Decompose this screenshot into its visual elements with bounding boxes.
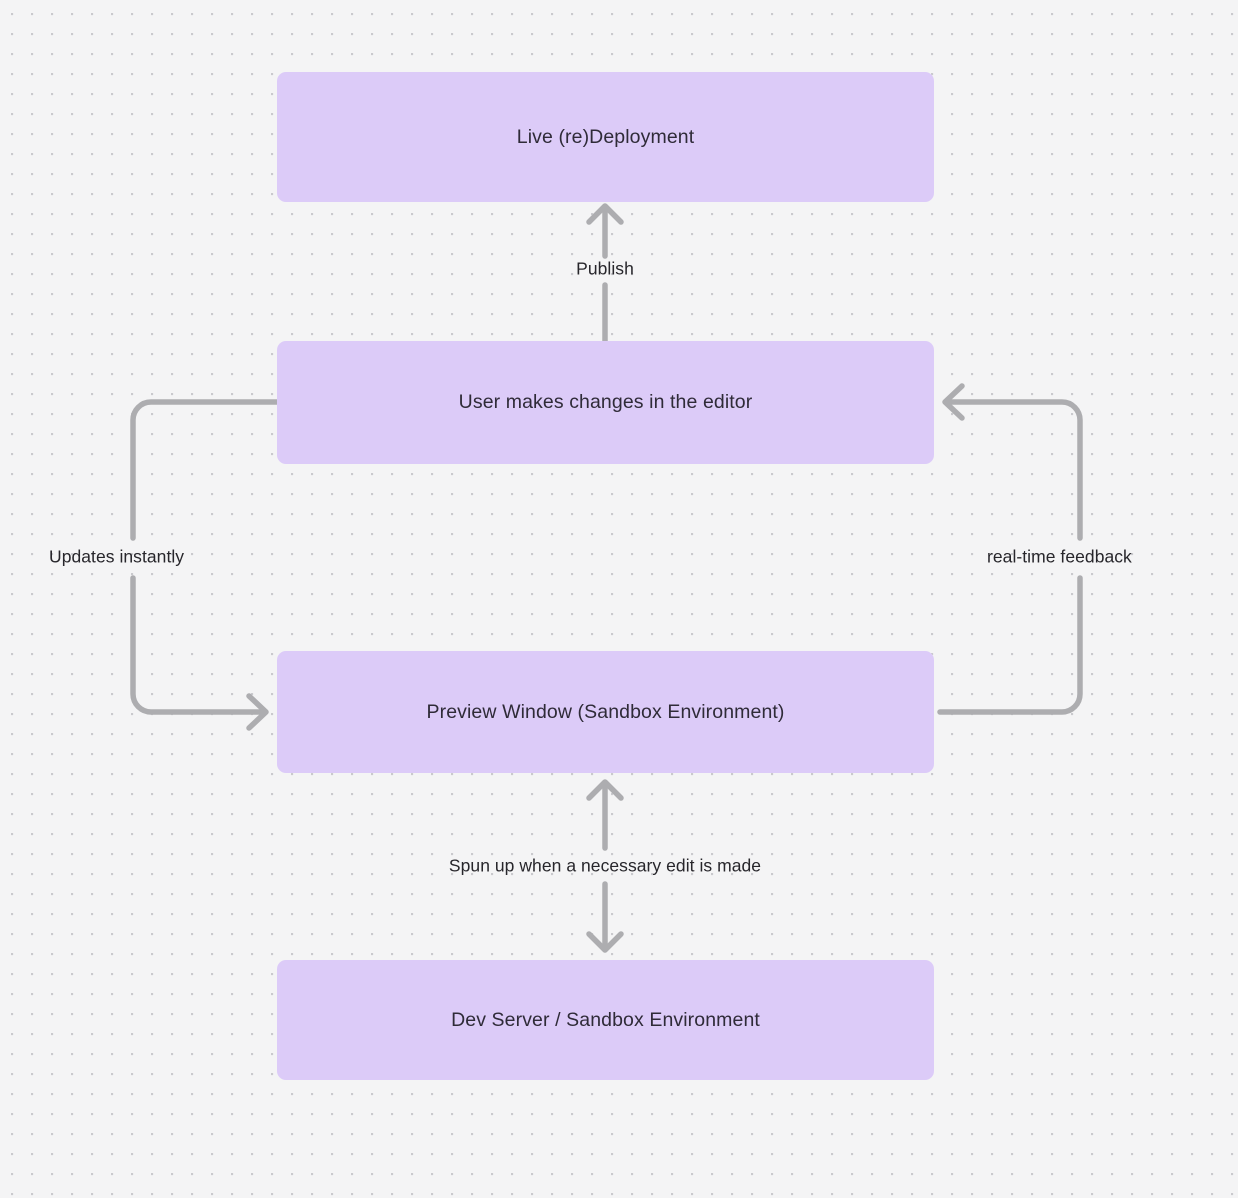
node-live-deployment-label: Live (re)Deployment [516, 125, 695, 148]
edge-label-realtime-feedback: real-time feedback [987, 546, 1132, 567]
node-preview-window-label: Preview Window (Sandbox Environment) [426, 700, 785, 723]
edge-label-updates-instantly: Updates instantly [49, 546, 185, 567]
edge-label-publish: Publish [576, 258, 634, 279]
node-user-changes[interactable]: User makes changes in the editor [277, 341, 934, 464]
node-live-deployment[interactable]: Live (re)Deployment [277, 72, 934, 202]
node-preview-window[interactable]: Preview Window (Sandbox Environment) [277, 651, 934, 773]
node-dev-server[interactable]: Dev Server / Sandbox Environment [277, 960, 934, 1080]
edge-label-spun-up: Spun up when a necessary edit is made [448, 855, 762, 876]
node-user-changes-label: User makes changes in the editor [458, 391, 753, 414]
node-dev-server-label: Dev Server / Sandbox Environment [451, 1008, 760, 1031]
